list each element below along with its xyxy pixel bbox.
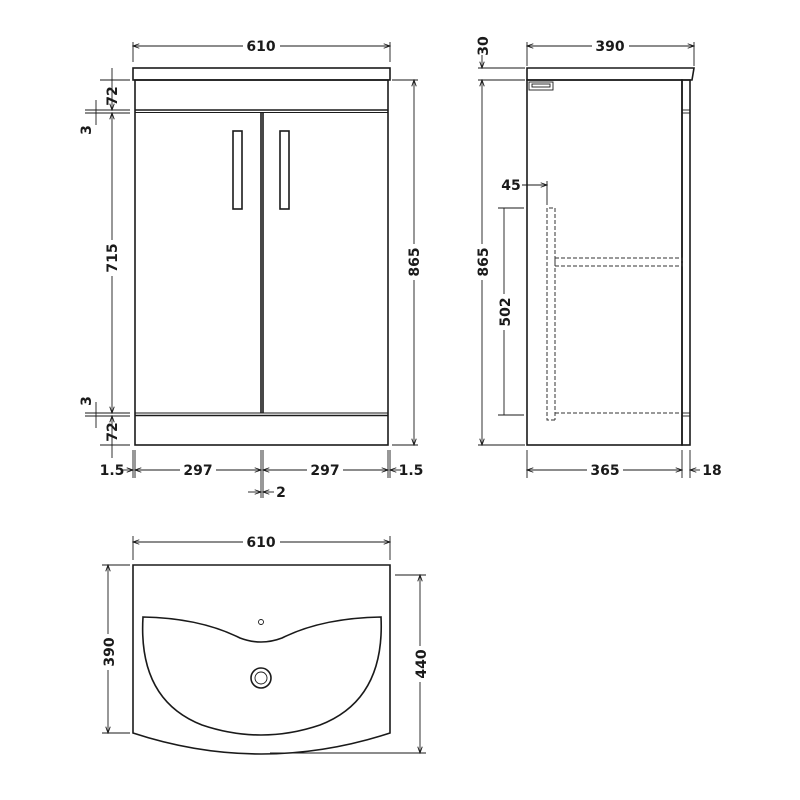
door-handle-left	[232, 130, 243, 210]
door-edge	[681, 79, 691, 446]
dim-gap-bottom: 3	[79, 396, 95, 406]
dim-front-width: 610	[246, 39, 275, 55]
carcass-side	[526, 79, 683, 446]
dim-door-left: 297	[183, 463, 212, 479]
door-handle-right	[279, 130, 290, 210]
basin-bowl	[141, 616, 382, 736]
dim-side-depth: 390	[595, 39, 624, 55]
shelf-hidden	[554, 257, 683, 267]
dim-door-gap: 2	[276, 485, 286, 501]
side-view: 390 30 865 502 45 365 18	[474, 36, 722, 479]
front-view: 610 72 3 715 3 72 865 1.5 297 297	[79, 37, 423, 501]
dim-gap-top: 3	[79, 125, 95, 135]
dim-top-thickness: 30	[476, 36, 492, 56]
dim-plinth: 72	[105, 422, 121, 441]
back-panel-hidden	[546, 207, 556, 421]
dim-front-height: 865	[407, 247, 423, 276]
dim-carcass-depth: 365	[590, 463, 619, 479]
plan-view: 610 390 440	[100, 533, 430, 755]
dim-door-right: 297	[310, 463, 339, 479]
overflow-slot	[528, 81, 554, 91]
basin-outline	[132, 564, 391, 755]
dim-plan-depth-center: 440	[414, 649, 430, 678]
dim-plan-depth-side: 390	[102, 637, 118, 666]
dim-side-right: 1.5	[399, 463, 424, 479]
dim-shelf-height: 502	[498, 297, 514, 326]
overflow-hole	[258, 619, 264, 625]
basin-top	[132, 67, 391, 81]
dim-top-rail: 72	[105, 86, 121, 105]
drain-icon	[250, 667, 272, 689]
dim-plan-width: 610	[246, 535, 275, 551]
cabinet-body	[134, 79, 389, 446]
dim-shelf-offset: 45	[501, 178, 520, 194]
basin-top-side	[526, 67, 695, 81]
dim-side-left: 1.5	[100, 463, 125, 479]
dim-door-thickness: 18	[702, 463, 721, 479]
dim-door-height: 715	[105, 243, 121, 272]
dim-side-height: 865	[476, 247, 492, 276]
